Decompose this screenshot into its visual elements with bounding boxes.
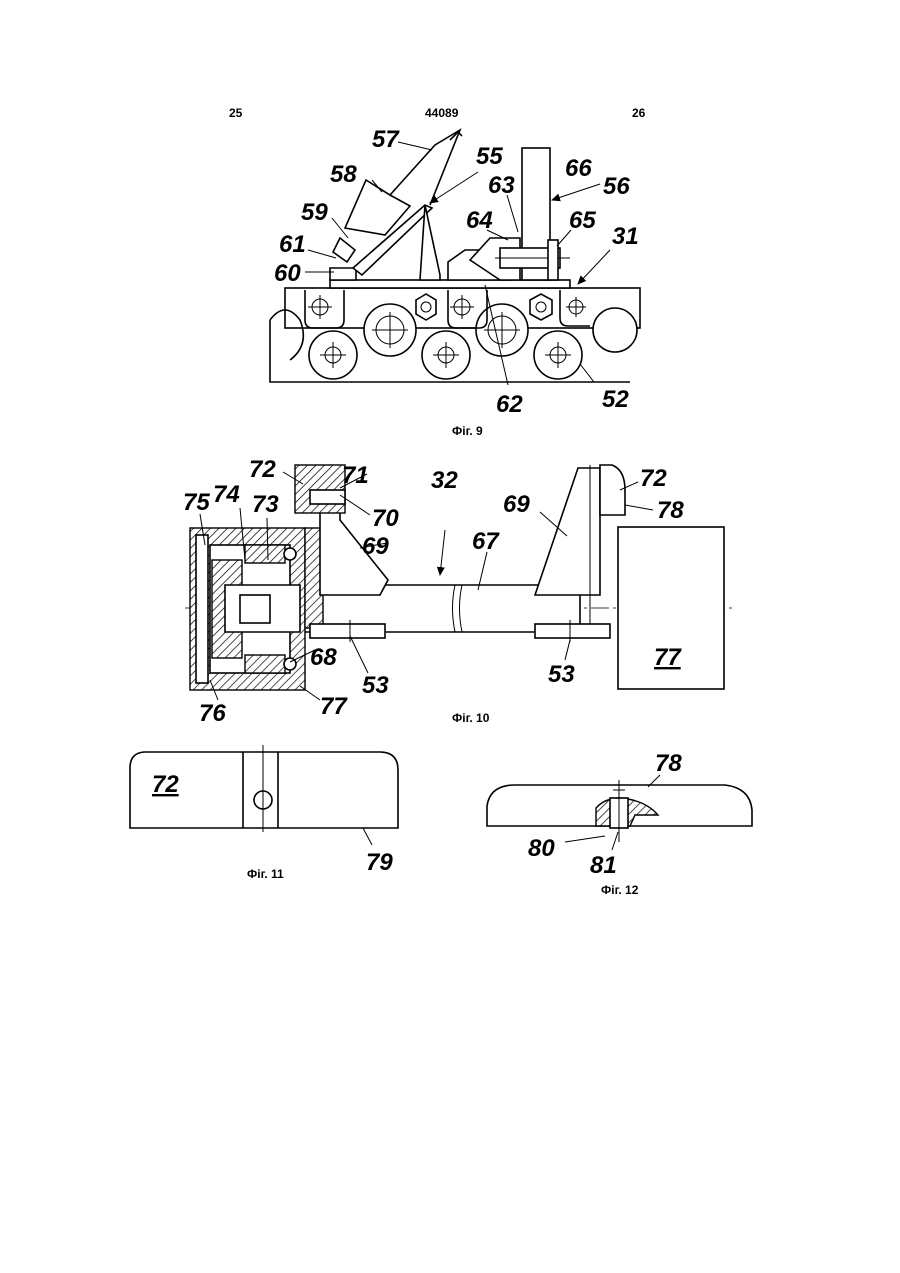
label-65: 65 bbox=[569, 207, 596, 234]
label-56: 56 bbox=[603, 173, 630, 200]
figure-11: 72 79 bbox=[130, 745, 398, 876]
nut-right bbox=[530, 294, 552, 320]
label-69-right: 69 bbox=[503, 491, 530, 518]
label-74: 74 bbox=[213, 481, 240, 508]
insert-61 bbox=[333, 238, 355, 262]
label-52: 52 bbox=[602, 386, 629, 413]
label-70: 70 bbox=[372, 505, 399, 532]
label-77-right: 77 bbox=[654, 644, 682, 671]
figure-10: 72 71 70 75 74 73 69 32 67 69 72 78 68 5… bbox=[183, 456, 735, 727]
flange-53-right bbox=[535, 624, 610, 638]
label-72-left: 72 bbox=[249, 456, 276, 483]
caption-fig12: Фіг. 12 bbox=[601, 883, 638, 897]
label-53-left: 53 bbox=[362, 672, 389, 699]
label-71: 71 bbox=[342, 462, 369, 489]
label-67: 67 bbox=[472, 528, 500, 555]
base-strip bbox=[330, 280, 570, 288]
label-77-left: 77 bbox=[320, 693, 348, 720]
label-66: 66 bbox=[565, 155, 592, 182]
label-72-right: 72 bbox=[640, 465, 667, 492]
label-60: 60 bbox=[274, 260, 301, 287]
label-59: 59 bbox=[301, 199, 328, 226]
label-72-fig11: 72 bbox=[152, 771, 179, 798]
label-61: 61 bbox=[279, 231, 306, 258]
label-55: 55 bbox=[476, 143, 503, 170]
caption-fig9: Фіг. 9 bbox=[452, 424, 483, 438]
label-80: 80 bbox=[528, 835, 555, 862]
cap-72-left bbox=[295, 465, 345, 513]
figure-12: 78 80 81 bbox=[487, 750, 752, 879]
label-58: 58 bbox=[330, 161, 357, 188]
caption-fig11: Фіг. 11 bbox=[247, 867, 284, 881]
nut-left bbox=[416, 294, 436, 320]
label-79: 79 bbox=[366, 849, 393, 876]
caption-fig10: Фіг. 10 bbox=[452, 711, 489, 725]
label-53-right: 53 bbox=[548, 661, 575, 688]
label-57: 57 bbox=[372, 126, 400, 153]
label-76: 76 bbox=[199, 700, 226, 727]
label-32: 32 bbox=[431, 467, 458, 494]
label-62: 62 bbox=[496, 391, 523, 418]
figure-9: 57 58 59 61 60 55 63 64 66 56 65 31 62 5… bbox=[270, 126, 640, 418]
label-73: 73 bbox=[252, 491, 279, 518]
label-78-fig12: 78 bbox=[655, 750, 682, 777]
label-75: 75 bbox=[183, 489, 210, 516]
label-63: 63 bbox=[488, 172, 515, 199]
label-78: 78 bbox=[657, 497, 684, 524]
label-31: 31 bbox=[612, 223, 639, 250]
cap-72-right bbox=[600, 465, 625, 515]
flange-53-left bbox=[310, 624, 385, 638]
label-69-left: 69 bbox=[362, 533, 389, 560]
label-68: 68 bbox=[310, 644, 337, 671]
label-81: 81 bbox=[590, 852, 617, 879]
label-64: 64 bbox=[466, 207, 493, 234]
